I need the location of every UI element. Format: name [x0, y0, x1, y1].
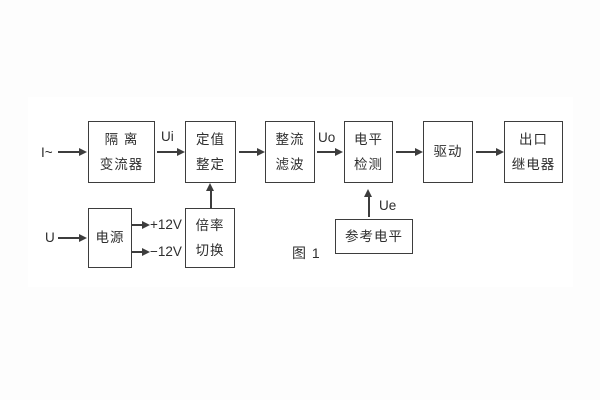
block-level-line1: 电平: [354, 131, 383, 147]
block-output-line1: 出口: [519, 131, 548, 147]
block-output-relay: 出口 继电器: [504, 121, 563, 183]
block-reference-line1: 参考电平: [345, 228, 403, 244]
block-isolation-line2: 变流器: [99, 157, 144, 172]
signal-plus12-label: +12V: [150, 217, 182, 232]
arrow-level-to-drive-icon: [396, 148, 423, 155]
block-output-line2: 继电器: [511, 157, 556, 172]
block-setting-line2: 整定: [196, 157, 225, 172]
arrow-voltage-input-icon: [58, 234, 87, 241]
block-level-detection: 电平 检测: [344, 121, 393, 183]
block-rectify-line1: 整流: [275, 131, 305, 147]
arrow-current-input-icon: [58, 148, 87, 155]
arrow-reference-to-level-icon: [365, 189, 372, 217]
figure-caption: 图 1: [292, 245, 321, 261]
signal-uo-label: Uo: [318, 130, 336, 145]
block-level-line2: 检测: [354, 157, 383, 172]
block-isolation-transformer: 隔 离 变流器: [88, 121, 155, 183]
block-ratio-line1: 倍率: [195, 217, 225, 233]
input-voltage-label: U: [45, 230, 55, 245]
arrow-minus12-output-icon: [132, 248, 150, 255]
block-power-line1: 电源: [95, 230, 125, 246]
arrow-rectify-to-level-icon: [317, 148, 343, 155]
signal-ue-label: Ue: [379, 198, 397, 213]
arrow-drive-to-output-icon: [476, 148, 504, 155]
block-reference-level: 参考电平: [335, 219, 413, 254]
block-ratio-line2: 切换: [195, 243, 225, 258]
arrow-ratio-to-setting-icon: [207, 183, 214, 208]
arrow-setting-to-rectify-icon: [239, 148, 265, 155]
block-power-supply: 电源: [88, 208, 132, 268]
block-drive-line1: 驱动: [433, 144, 463, 160]
signal-minus12-label: −12V: [150, 244, 182, 259]
arrow-isolation-to-setting-icon: [157, 148, 185, 155]
block-setting-adjustment: 定值 整定: [185, 121, 236, 183]
block-setting-line1: 定值: [196, 131, 225, 147]
block-ratio-switching: 倍率 切换: [185, 208, 235, 268]
signal-ui-label: Ui: [161, 129, 174, 144]
input-current-label: I~: [41, 145, 53, 160]
block-isolation-line1: 隔 离: [104, 131, 139, 147]
block-rectifier-filter: 整流 滤波: [265, 121, 315, 183]
arrow-plus12-output-icon: [132, 221, 150, 228]
block-drive: 驱动: [423, 121, 473, 183]
block-rectify-line2: 滤波: [275, 157, 305, 172]
